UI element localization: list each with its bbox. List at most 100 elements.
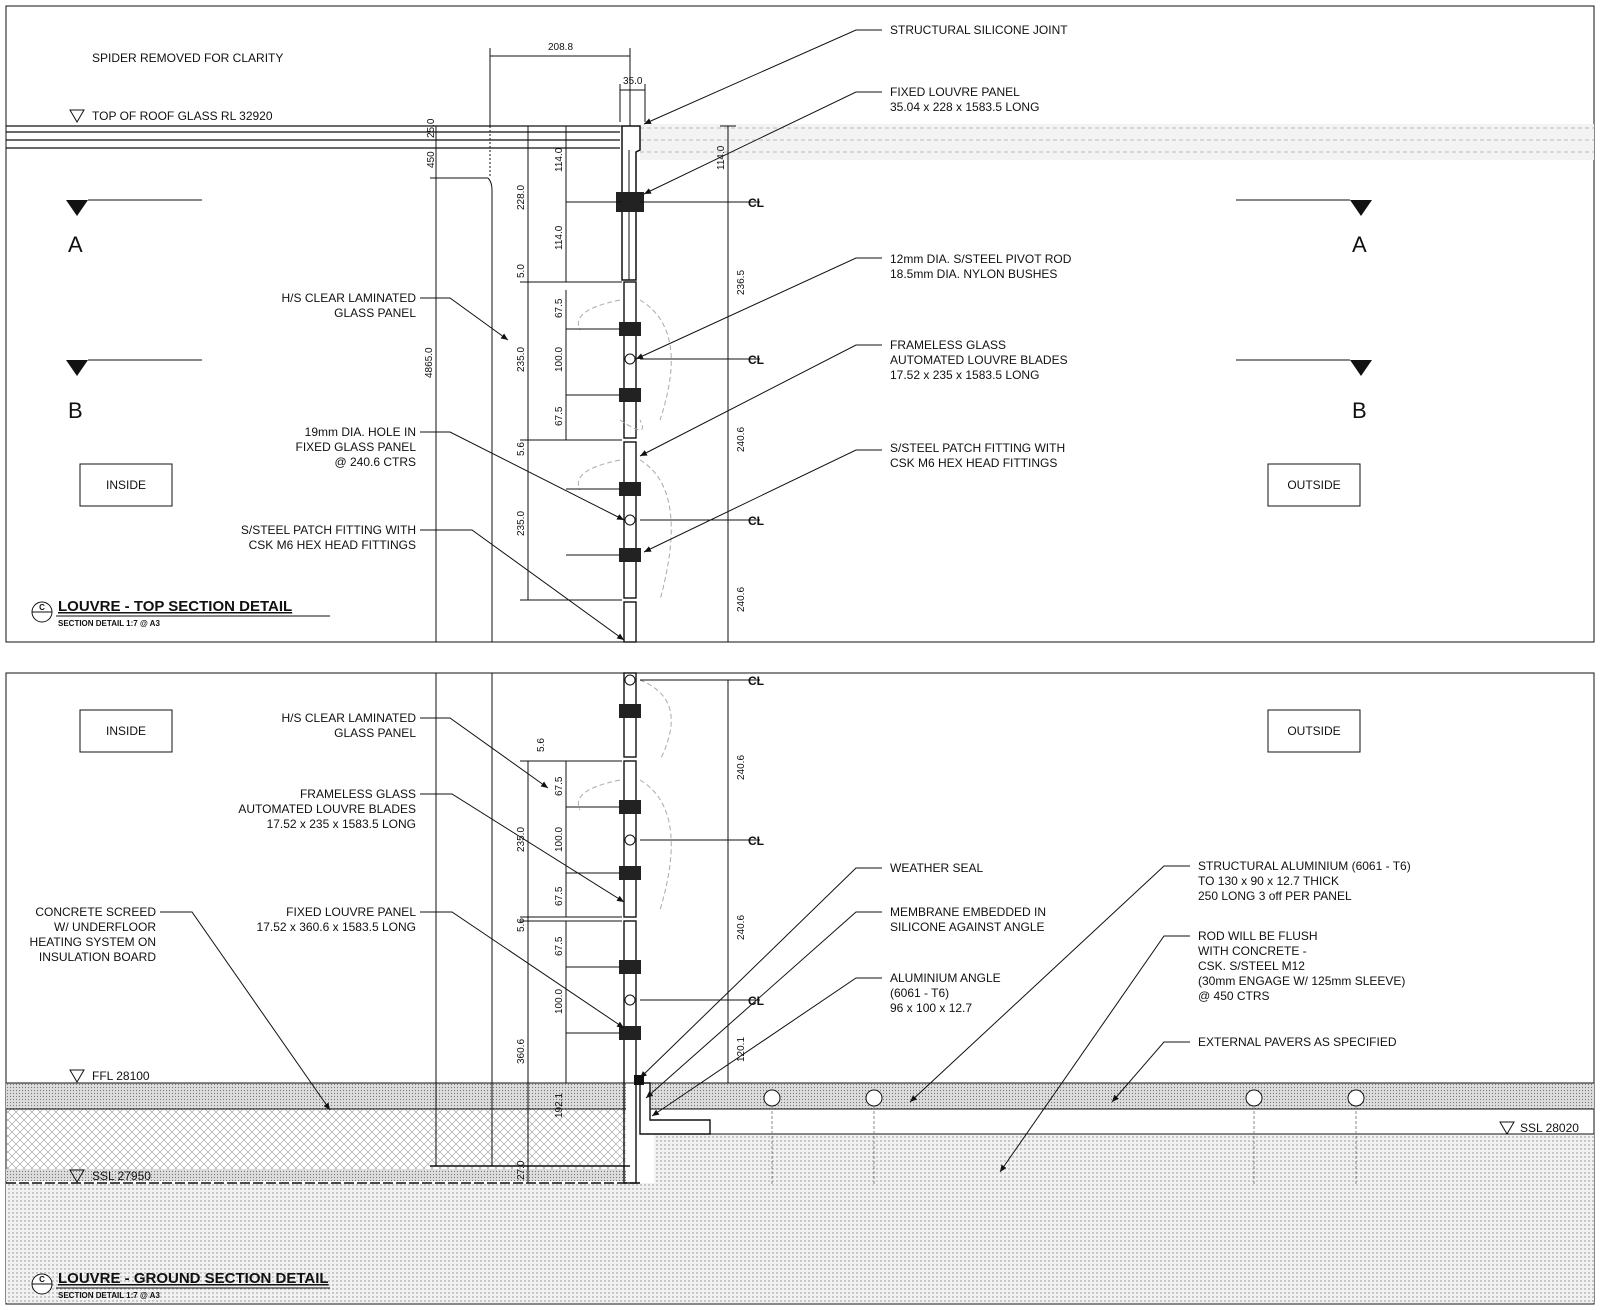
inside-label-bottom: INSIDE <box>106 724 146 738</box>
note-membrane-2: SILICONE AGAINST ANGLE <box>890 920 1045 934</box>
dim-67-5-b: 67.5 <box>554 886 565 906</box>
note-fixed-panel-2: 35.04 x 228 x 1583.5 LONG <box>890 100 1039 114</box>
section-b-marker-right-icon <box>1350 360 1372 376</box>
dim-235-0-b: 235.0 <box>516 511 527 536</box>
ssl-right-level-icon <box>1499 1121 1515 1135</box>
centreline-2: CL <box>748 353 764 367</box>
section-a-marker-left-icon <box>66 200 88 216</box>
note-hole-3: @ 240.6 CTRS <box>334 455 416 469</box>
note-rod-2: WITH CONCRETE - <box>1198 944 1307 958</box>
note-angle-1: ALUMINIUM ANGLE <box>890 971 1001 985</box>
dim-5-0: 5.0 <box>516 264 527 278</box>
centreline-b1: CL <box>748 674 764 688</box>
note-b-frameless-3: 17.52 x 235 x 1583.5 LONG <box>267 817 416 831</box>
note-b-fixed-2: 17.52 x 360.6 x 1583.5 LONG <box>257 920 416 934</box>
ssl-right-label: SSL 28020 <box>1520 1121 1579 1135</box>
louvre-glass-column-bottom <box>619 672 641 1184</box>
note-patch-left-2: CSK M6 HEX HEAD FITTINGS <box>249 538 416 552</box>
dim-100-0-b: 100.0 <box>554 989 565 1014</box>
bottom-left-leaders <box>160 717 625 1111</box>
dim-240-6-b: 240.6 <box>736 587 747 612</box>
dim-5-6-a: 5.6 <box>536 738 547 752</box>
note-rod-4: (30mm ENGAGE W/ 125mm SLEEVE) <box>1198 974 1405 988</box>
louvre-swing-arcs-bottom <box>578 679 672 911</box>
inside-label-top: INSIDE <box>106 478 146 492</box>
note-pivot-1: 12mm DIA. S/STEEL PIVOT ROD <box>890 252 1072 266</box>
dim-450: 450 <box>426 151 437 168</box>
embedded-rods <box>763 1089 1365 1186</box>
bottom-right-leaders <box>639 865 1190 1173</box>
note-b-laminated-1: H/S CLEAR LAMINATED <box>282 711 417 725</box>
dim-228-0: 228.0 <box>516 185 527 210</box>
note-rod-3: CSK. S/STEEL M12 <box>1198 959 1305 973</box>
top-right-leaders <box>635 29 882 553</box>
title-top-section: LOUVRE - TOP SECTION DETAIL <box>58 598 292 615</box>
aluminium-angle <box>430 1075 711 1167</box>
dim-35-0: 35.0 <box>623 76 643 87</box>
dim-114-0-a: 114.0 <box>554 147 565 172</box>
note-frameless-2: AUTOMATED LOUVRE BLADES <box>890 353 1068 367</box>
note-struct-2: TO 130 x 90 x 12.7 THICK <box>1198 874 1339 888</box>
dim-360-6: 360.6 <box>516 1039 527 1064</box>
note-angle-2: (6061 - T6) <box>890 986 949 1000</box>
dim-114-0-b: 114.0 <box>554 225 565 250</box>
dim-240-6-a: 240.6 <box>736 755 747 780</box>
callout-letter-bottom: C <box>39 1275 45 1284</box>
dim-235-0: 235.0 <box>516 827 527 852</box>
dim-27-0: 27.0 <box>516 1160 527 1180</box>
dim-236-5: 236.5 <box>736 270 747 295</box>
section-a-label-right: A <box>1352 232 1367 257</box>
dim-67-5-b: 67.5 <box>554 406 565 426</box>
dimension-lines-bottom <box>520 679 760 1183</box>
dim-5-6: 5.6 <box>516 442 527 456</box>
note-screed-4: INSULATION BOARD <box>39 950 156 964</box>
dim-25-0: 25.0 <box>426 118 437 138</box>
note-hole-2: FIXED GLASS PANEL <box>296 440 417 454</box>
section-b-label-left: B <box>68 398 83 423</box>
section-a-marker-right-icon <box>1350 200 1372 216</box>
ground-materials <box>6 673 1594 1303</box>
note-patch-right-1: S/STEEL PATCH FITTING WITH <box>890 441 1065 455</box>
note-b-frameless-2: AUTOMATED LOUVRE BLADES <box>238 802 416 816</box>
spider-note: SPIDER REMOVED FOR CLARITY <box>92 51 283 65</box>
outside-label-bottom: OUTSIDE <box>1287 724 1340 738</box>
outside-box-top <box>1267 463 1361 507</box>
note-pivot-2: 18.5mm DIA. NYLON BUSHES <box>890 267 1057 281</box>
note-struct-1: STRUCTURAL ALUMINIUM (6061 - T6) <box>1198 859 1411 873</box>
roof-glass <box>6 124 1594 642</box>
note-b-frameless-1: FRAMELESS GLASS <box>300 787 416 801</box>
note-b-fixed-1: FIXED LOUVRE PANEL <box>286 905 416 919</box>
roof-level-label: TOP OF ROOF GLASS RL 32920 <box>92 109 273 123</box>
note-laminated-1: H/S CLEAR LAMINATED <box>282 291 417 305</box>
level-triangle-icon <box>69 109 85 123</box>
note-frameless-3: 17.52 x 235 x 1583.5 LONG <box>890 368 1039 382</box>
dim-67-5-c: 67.5 <box>554 936 565 956</box>
dim-4865-0: 4865.0 <box>424 347 435 378</box>
centreline-1: CL <box>748 196 764 210</box>
dim-240-6-a: 240.6 <box>736 427 747 452</box>
note-screed-2: W/ UNDERFLOOR <box>54 920 156 934</box>
top-section-panel: 208.8 35.0 25.0 450 4865.0 228.0 114.0 1… <box>5 5 1595 643</box>
dim-5-6-b: 5.6 <box>516 918 527 932</box>
note-membrane-1: MEMBRANE EMBEDDED IN <box>890 905 1046 919</box>
note-laminated-2: GLASS PANEL <box>334 306 416 320</box>
callout-letter-top: C <box>39 603 45 612</box>
note-patch-left-1: S/STEEL PATCH FITTING WITH <box>241 523 416 537</box>
ground-section-panel: 5.6 67.5 235.0 100.0 67.5 5.6 67.5 100.0… <box>5 672 1595 1305</box>
dim-114-0-c: 114.0 <box>716 145 727 170</box>
note-fixed-panel-1: FIXED LOUVRE PANEL <box>890 85 1020 99</box>
note-pavers: EXTERNAL PAVERS AS SPECIFIED <box>1198 1035 1397 1049</box>
subtitle-top-section: SECTION DETAIL 1:7 @ A3 <box>58 619 160 628</box>
dim-67-5-a: 67.5 <box>554 298 565 318</box>
dim-208-8: 208.8 <box>548 42 573 53</box>
outside-label-top: OUTSIDE <box>1287 478 1340 492</box>
dim-240-6-b: 240.6 <box>736 915 747 940</box>
ffl-level-icon <box>69 1069 85 1083</box>
note-weather-seal: WEATHER SEAL <box>890 861 983 875</box>
ssl-left-level-icon <box>69 1169 85 1183</box>
ssl-left-label: SSL 27950 <box>92 1169 151 1183</box>
dimension-lines-top <box>489 48 760 642</box>
section-b-label-right: B <box>1352 398 1367 423</box>
subtitle-ground-section: SECTION DETAIL 1:7 @ A3 <box>58 1291 160 1300</box>
